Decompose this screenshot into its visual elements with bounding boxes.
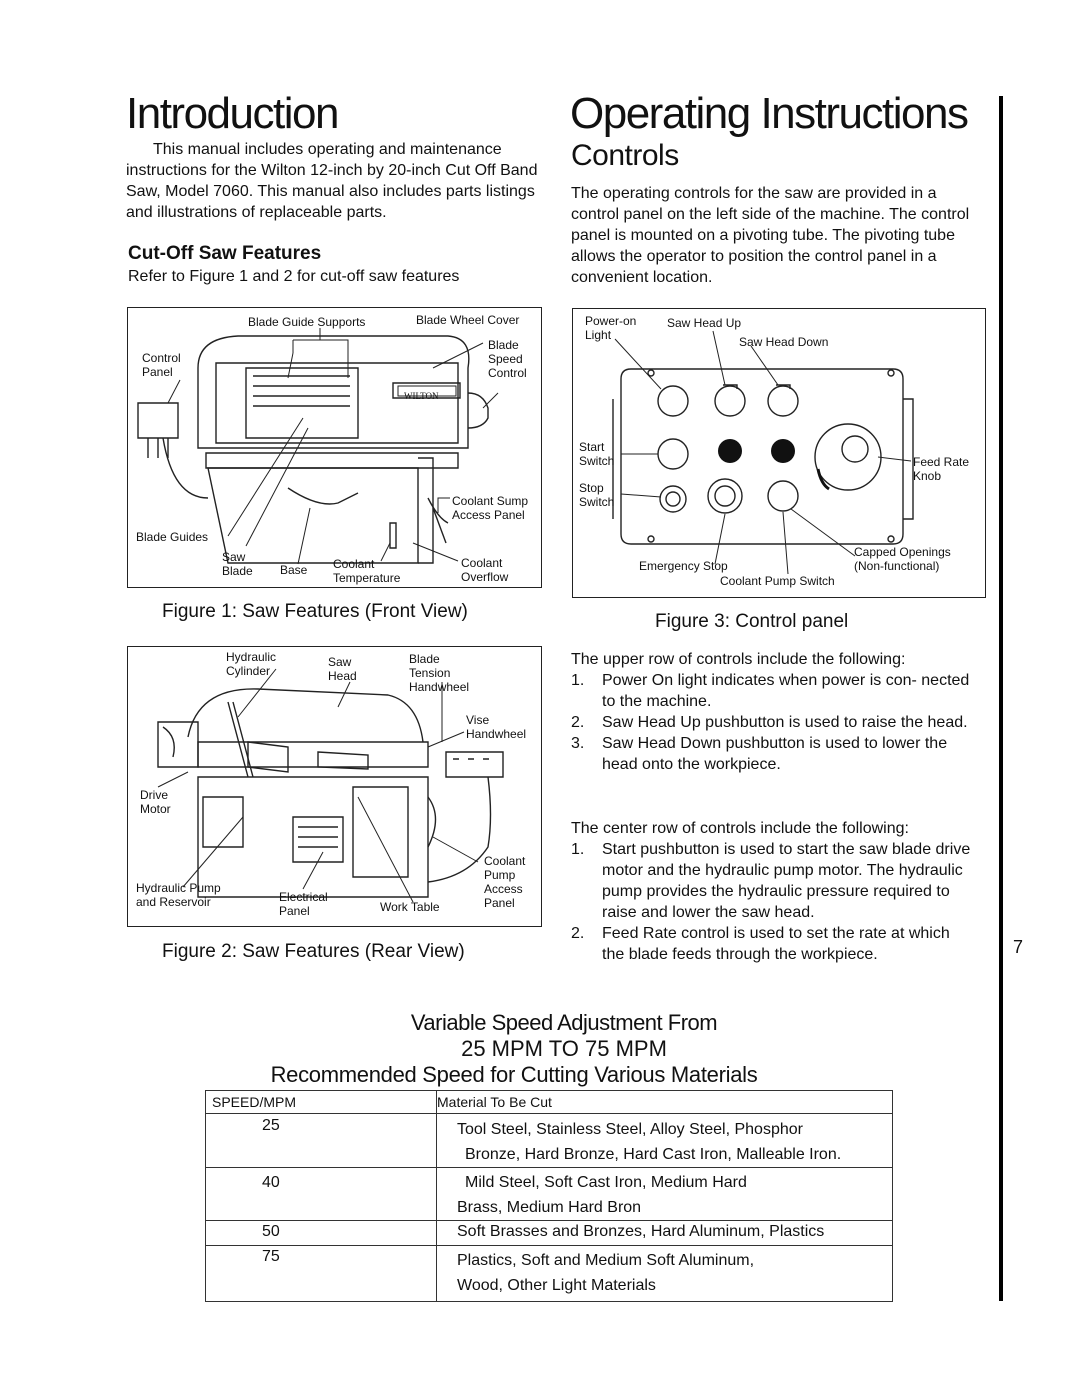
- label-blade-tension-handwheel: Blade Tension Handwheel: [409, 652, 470, 694]
- label-saw-head-down: Saw Head Down: [739, 335, 829, 349]
- wilton-logo: WILTON: [404, 391, 439, 401]
- label-coolant-pump-switch: Coolant Pump Switch: [720, 574, 835, 588]
- page-number: 7: [1013, 937, 1024, 957]
- saw-front-illustration: [137, 328, 499, 565]
- table-row: 25 Tool Steel, Stainless Steel, Alloy St…: [205, 1113, 893, 1168]
- label-drive-motor: Drive Motor: [140, 788, 171, 816]
- label-electrical-panel: Electrical Panel: [279, 890, 328, 918]
- table-row: 40 Mild Steel, Soft Cast Iron, Medium Ha…: [205, 1167, 893, 1221]
- figure-1-caption: Figure 1: Saw Features (Front View): [162, 601, 468, 622]
- label-saw-head-up: Saw Head Up: [667, 316, 742, 330]
- label-power-on-light: Power-on Light: [585, 314, 637, 342]
- label-coolant-pump-access-panel: Coolant Pump Access Panel: [484, 854, 526, 910]
- upper-row-intro: The upper row of controls include the fo…: [571, 651, 906, 668]
- center-row-list: 1.Start pushbutton is used to start the …: [571, 839, 976, 965]
- speed-cell: 50: [205, 1220, 437, 1246]
- margin-rule: [999, 96, 1003, 1301]
- label-capped-openings: Capped Openings (Non-functional): [854, 545, 951, 573]
- label-coolant-temperature: Coolant Temperature: [333, 557, 401, 585]
- figure-3-caption: Figure 3: Control panel: [655, 611, 849, 632]
- label-blade-guide-supports: Blade Guide Supports: [248, 315, 366, 329]
- label-coolant-overflow: Coolant Overflow: [461, 556, 509, 584]
- label-work-table: Work Table: [380, 900, 440, 914]
- figure-2-caption: Figure 2: Saw Features (Rear View): [162, 941, 465, 962]
- upper-row-list: 1.Power On light indicates when power is…: [571, 670, 976, 775]
- col-header-material: Material To Be Cut: [436, 1090, 893, 1114]
- table-row: 75 Plastics, Soft and Medium Soft Alumin…: [205, 1245, 893, 1302]
- table-header-row: SPEED/MPM Material To Be Cut: [205, 1090, 893, 1114]
- label-stop-switch: Stop Switch: [579, 481, 615, 509]
- speed-heading-3: Recommended Speed for Cutting Various Ma…: [270, 1062, 758, 1087]
- speed-heading-1: Variable Speed Adjustment From: [410, 1010, 718, 1035]
- center-row-intro: The center row of controls include the f…: [571, 820, 909, 837]
- label-emergency-stop: Emergency Stop: [639, 559, 728, 573]
- controls-heading: Controls: [571, 139, 679, 172]
- label-saw-head: Saw Head: [328, 655, 357, 683]
- features-heading: Cut-Off Saw Features: [128, 243, 322, 264]
- control-panel-illustration: [612, 330, 914, 575]
- table-row: 50 Soft Brasses and Bronzes, Hard Alumin…: [205, 1220, 893, 1246]
- list-item: 3.Saw Head Down pushbutton is used to lo…: [571, 735, 948, 773]
- figure-1-front-view: Blade Guide Supports Blade Wheel Cover B…: [127, 307, 542, 588]
- features-ref: Refer to Figure 1 and 2 for cut-off saw …: [128, 268, 460, 285]
- label-saw-blade: Saw Blade: [222, 550, 253, 578]
- intro-body: This manual includes operating and maint…: [126, 141, 538, 221]
- speed-table: SPEED/MPM Material To Be Cut 25 Tool Ste…: [205, 1090, 893, 1302]
- label-hydraulic-cylinder: Hydraulic Cylinder: [226, 650, 277, 678]
- label-vise-handwheel: Vise Handwheel: [466, 713, 527, 741]
- material-cell: Soft Brasses and Bronzes, Hard Aluminum,…: [436, 1220, 893, 1246]
- list-item: 2.Saw Head Up pushbutton is used to rais…: [571, 714, 968, 731]
- label-feed-rate-knob: Feed Rate Knob: [913, 455, 970, 483]
- col-header-speed: SPEED/MPM: [205, 1090, 437, 1114]
- speed-heading-2: 25 MPM TO 75 MPM: [461, 1036, 667, 1061]
- list-item: 1.Power On light indicates when power is…: [571, 672, 970, 710]
- label-base: Base: [280, 563, 308, 577]
- intro-title: Introduction: [126, 89, 339, 138]
- speed-cell: 40: [205, 1167, 437, 1221]
- label-blade-speed-control: Blade Speed Control: [488, 338, 527, 380]
- figure-2-rear-view: Hydraulic Cylinder Saw Head Blade Tensio…: [127, 646, 542, 927]
- figure-3-control-panel: Power-on Light Saw Head Up Saw Head Down…: [572, 308, 986, 598]
- label-coolant-sump: Coolant Sump Access Panel: [452, 494, 529, 522]
- material-cell: Tool Steel, Stainless Steel, Alloy Steel…: [436, 1113, 893, 1168]
- label-control-panel: Control Panel: [142, 351, 181, 379]
- label-hydraulic-pump-reservoir: Hydraulic Pump and Reservoir: [136, 881, 221, 909]
- speed-cell: 25: [205, 1113, 437, 1168]
- label-blade-guides: Blade Guides: [136, 530, 209, 544]
- operating-title: Operating Instructions: [570, 89, 969, 138]
- saw-rear-illustration: [157, 668, 504, 903]
- label-start-switch: Start Switch: [579, 440, 615, 468]
- list-item: 1.Start pushbutton is used to start the …: [571, 841, 971, 921]
- controls-body: The operating controls for the saw are p…: [571, 185, 970, 286]
- list-item: 2.Feed Rate control is used to set the r…: [571, 925, 950, 963]
- material-cell: Plastics, Soft and Medium Soft Aluminum,…: [436, 1245, 893, 1302]
- label-blade-wheel-cover: Blade Wheel Cover: [416, 313, 520, 327]
- speed-cell: 75: [205, 1245, 437, 1302]
